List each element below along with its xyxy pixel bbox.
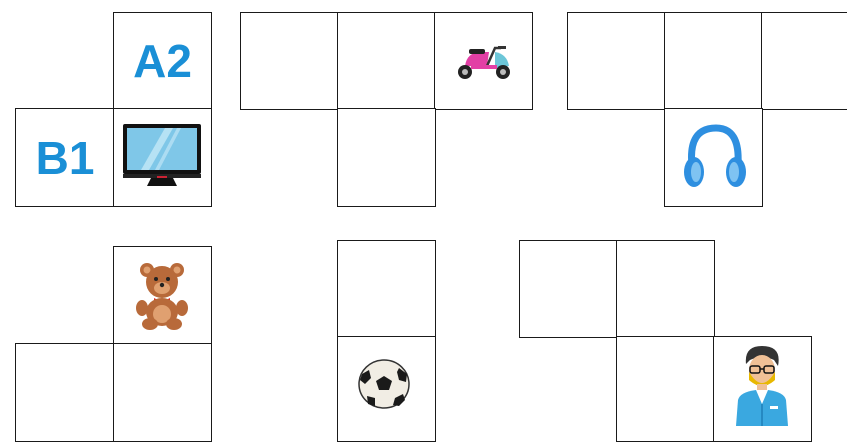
scooter-icon — [451, 40, 515, 82]
cell-shape-6-r0c1 — [616, 240, 715, 338]
cell-shape-3-r0c1 — [664, 12, 763, 110]
cell-shape-4-r1c1 — [113, 343, 212, 442]
headphones-icon — [680, 120, 748, 192]
cell-shape-5-r0c0 — [337, 240, 436, 338]
label-b1: B1 — [15, 108, 115, 207]
cell-shape-3-r0c2 — [761, 12, 847, 110]
teddy-bear-icon — [132, 260, 192, 330]
cell-shape-6-r0c0 — [519, 240, 618, 338]
label-a2: A2 — [113, 12, 212, 110]
cell-shape-2-r0c1 — [337, 12, 436, 110]
soccer-ball-icon — [357, 358, 411, 410]
cell-shape-4-r1c0 — [15, 343, 115, 442]
cell-shape-2-r1c1 — [337, 108, 436, 207]
cell-shape-6-r1c1 — [616, 336, 715, 442]
monitor-icon — [119, 120, 205, 196]
cell-shape-3-r0c0 — [567, 12, 666, 110]
man-icon — [730, 344, 794, 426]
cell-shape-2-r0c0 — [240, 12, 339, 110]
